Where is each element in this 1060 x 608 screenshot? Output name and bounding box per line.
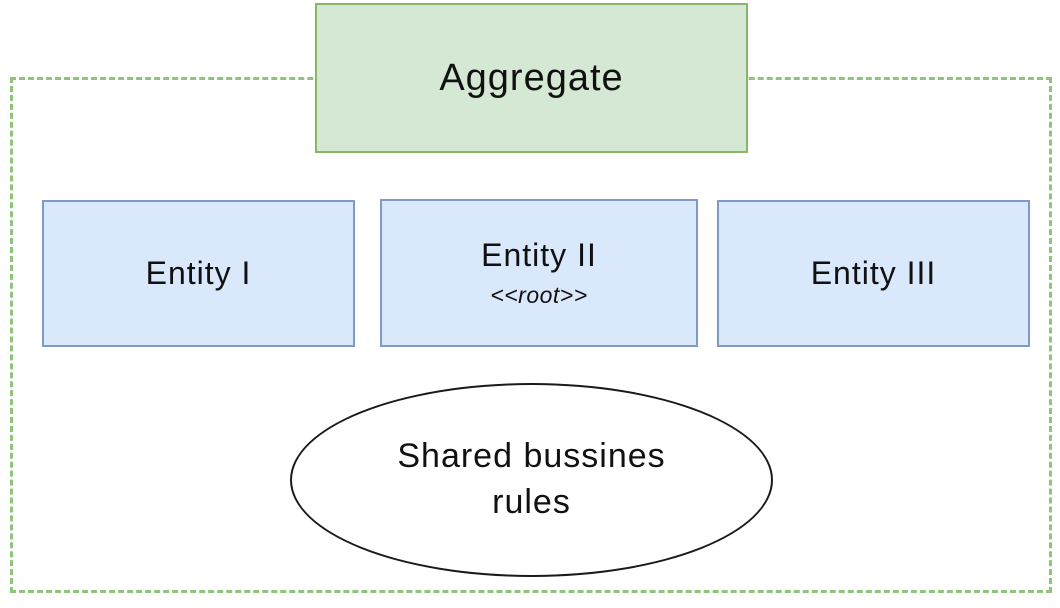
shared-rules-line-2: rules <box>492 483 571 521</box>
entity-box-3: Entity III <box>717 200 1030 347</box>
shared-rules-line-1: Shared bussines <box>397 437 666 476</box>
entity-box-2-root: Entity II <<root>> <box>380 199 698 347</box>
entity-2-root-stereotype: <<root>> <box>490 282 588 308</box>
entity-3-label: Entity III <box>810 255 937 291</box>
shared-business-rules-ellipse: Shared bussines rules <box>290 383 773 577</box>
entity-box-1: Entity I <box>42 200 355 347</box>
aggregate-label: Aggregate <box>439 56 624 99</box>
aggregate-box: Aggregate <box>315 3 748 153</box>
entity-1-label: Entity I <box>145 255 252 291</box>
entity-2-label: Entity II <box>481 237 597 273</box>
